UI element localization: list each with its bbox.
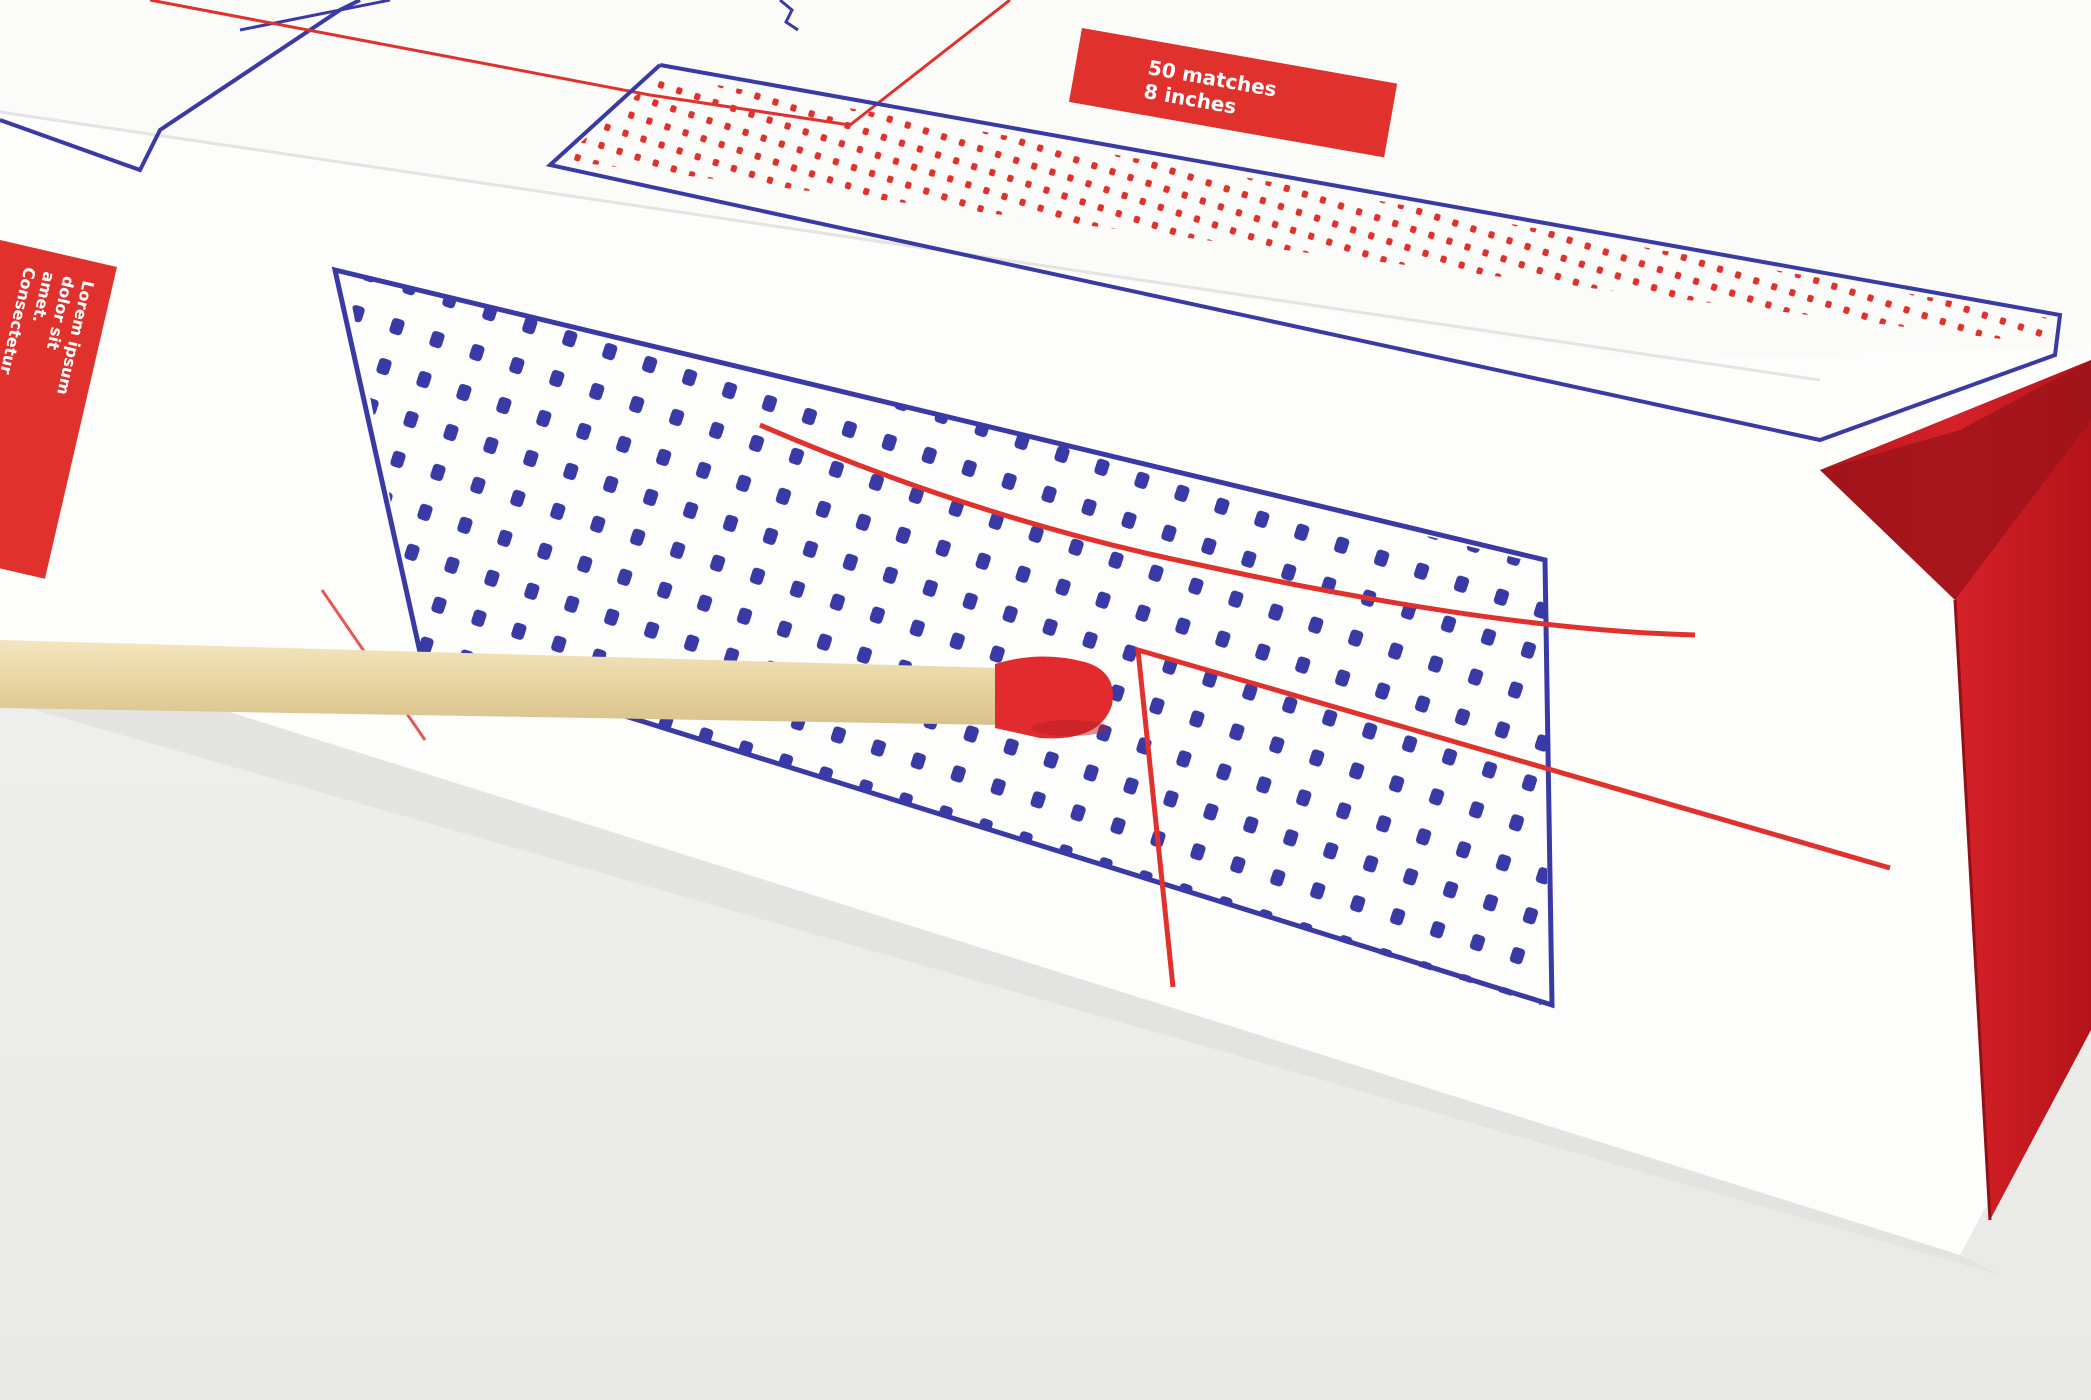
match-head-shadow bbox=[1032, 720, 1108, 736]
red-tray bbox=[1820, 360, 2091, 1220]
top-blue-line bbox=[239, 0, 391, 32]
box-edge bbox=[0, 110, 1821, 382]
top-blue-squiggle bbox=[779, 0, 799, 32]
side-label-bg bbox=[0, 240, 117, 579]
tray-edge-line bbox=[1953, 599, 1992, 1221]
blue-dot-panel bbox=[345, 270, 1548, 1005]
red-angle-line bbox=[1135, 646, 1891, 988]
match bbox=[0, 640, 1113, 739]
red-strip-blue-border bbox=[545, 63, 2063, 443]
blue-panel-border bbox=[331, 266, 1555, 1009]
red-dot-strip bbox=[560, 75, 2060, 345]
top-label-bg bbox=[1068, 28, 1398, 158]
top-blue-outline bbox=[0, 0, 361, 173]
box-shadow bbox=[0, 640, 2000, 1275]
top-label: 50 matches 8 inches bbox=[1068, 28, 1398, 158]
red-tray-top bbox=[1820, 360, 2091, 600]
match-stick bbox=[0, 640, 1000, 725]
side-label: Lorem ipsum dolor sit amet. Consectetur bbox=[0, 240, 117, 579]
red-curve bbox=[759, 422, 1696, 638]
match-head bbox=[995, 656, 1113, 739]
